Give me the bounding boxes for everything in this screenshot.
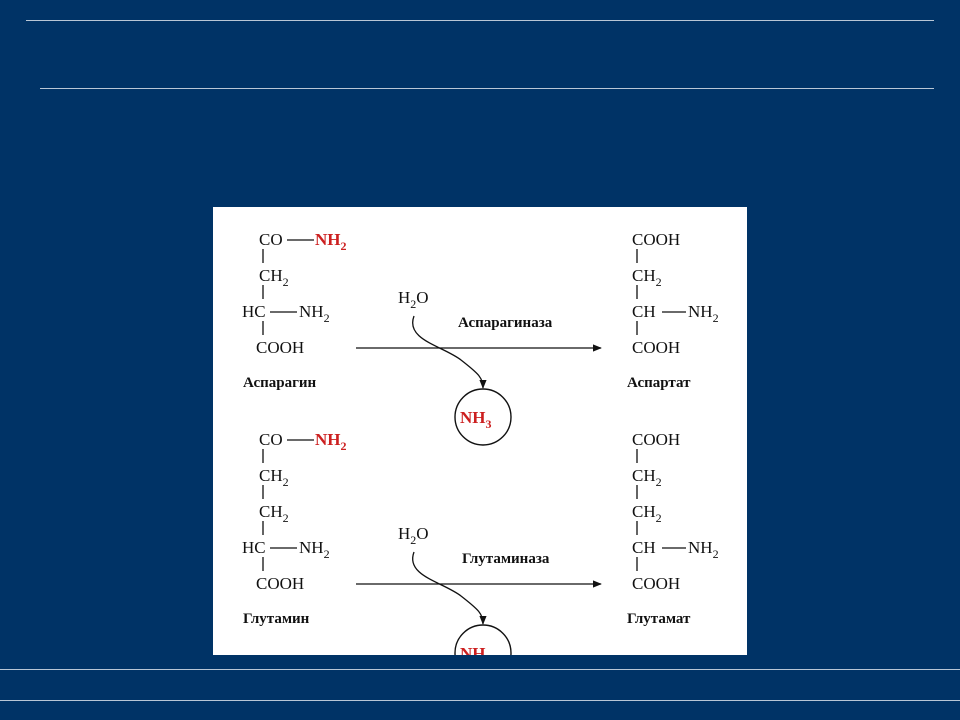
ammonia-circle [454, 624, 512, 655]
substrate-name: Аспарагин [243, 375, 317, 391]
substrate-co-group: CO [259, 230, 283, 249]
product-amino-nh2: NH2 [688, 538, 719, 561]
ammonia-release-arrow [412, 315, 487, 389]
product-amino-nh2: NH2 [688, 302, 719, 325]
product-ch2-group: CH2 [632, 502, 662, 525]
substrate-ch2-group: CH2 [259, 502, 289, 525]
product-cooh-bottom: COOH [632, 338, 680, 357]
enzyme-label: Глутаминаза [462, 551, 550, 567]
substrate-cooh-group: COOH [256, 338, 304, 357]
ammonia-circle [454, 388, 512, 446]
product-ch2-group: CH2 [632, 466, 662, 489]
product-cooh-bottom: COOH [632, 574, 680, 593]
substrate-cooh-group: COOH [256, 574, 304, 593]
product-name: Глутамат [627, 611, 691, 627]
water-label: H2O [398, 288, 429, 311]
product-cooh-top: COOH [632, 230, 680, 249]
enzyme-label: Аспарагиназа [458, 315, 553, 331]
substrate-amino-nh2: NH2 [299, 302, 330, 325]
substrate-co-group: CO [259, 430, 283, 449]
ammonia-release-arrow [412, 551, 487, 625]
product-ch2-group: CH2 [632, 266, 662, 289]
substrate-hc-group: HC [242, 302, 266, 321]
product-name: Аспартат [627, 375, 691, 391]
substrate-amide-nh2: NH2 [315, 230, 347, 253]
top-rule [26, 20, 934, 21]
title-underline-rule [40, 88, 934, 89]
product-ch-group: CH [632, 302, 656, 321]
substrate-name: Глутамин [243, 611, 310, 627]
substrate-amino-nh2: NH2 [299, 538, 330, 561]
ammonia-label: NH3 [460, 644, 492, 655]
footer-rule-lower [0, 700, 960, 701]
footer-rule-upper [0, 669, 960, 670]
water-label: H2O [398, 524, 429, 547]
product-cooh-top: COOH [632, 430, 680, 449]
product-ch-group: CH [632, 538, 656, 557]
ammonia-label: NH3 [460, 408, 492, 431]
substrate-hc-group: HC [242, 538, 266, 557]
substrate-amide-nh2: NH2 [315, 430, 347, 453]
substrate-ch2-group: CH2 [259, 466, 289, 489]
substrate-ch2-group: CH2 [259, 266, 289, 289]
